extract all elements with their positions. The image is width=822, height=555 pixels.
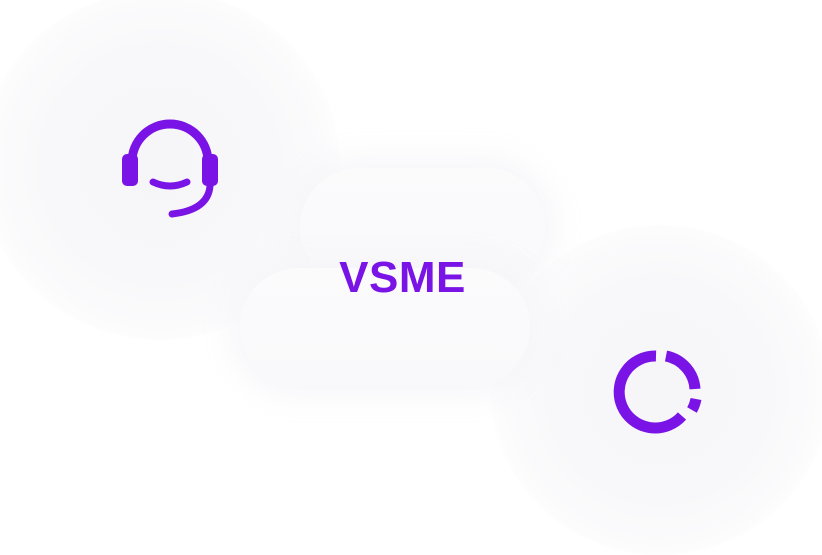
donut-chart-icon [613,350,702,434]
brand-label: VSME [339,253,466,302]
background-pill-top [300,168,545,286]
background-blob-right [490,225,822,555]
headset-icon [122,119,218,218]
background-pill-bottom [240,268,530,386]
